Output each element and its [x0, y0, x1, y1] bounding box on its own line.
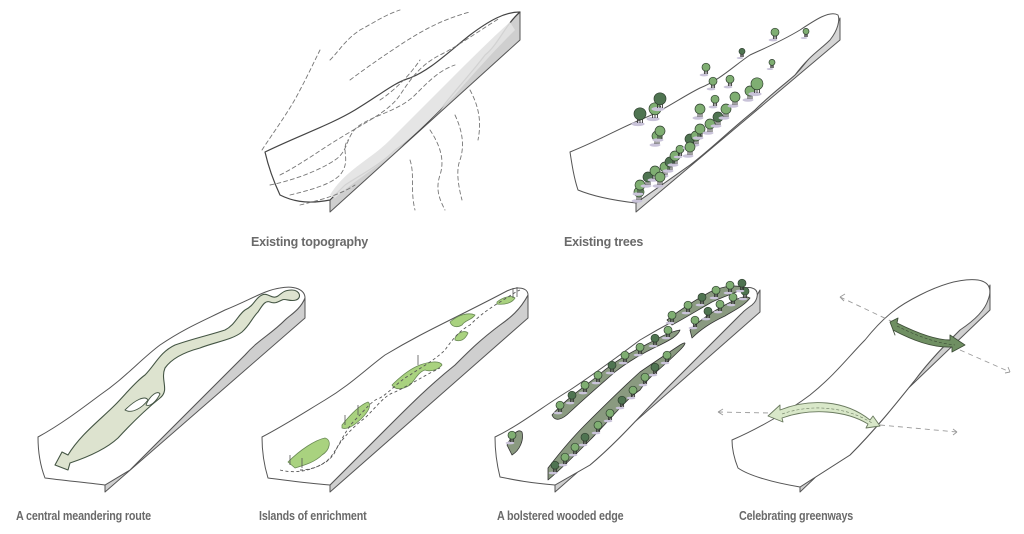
greenway-arrow-dark-centerline — [896, 325, 956, 346]
island-2 — [341, 401, 370, 429]
tree-icon — [633, 342, 645, 357]
island-dashed-paths — [279, 289, 521, 473]
tree-icon — [695, 292, 707, 307]
tree-icon — [706, 76, 718, 91]
sightline-upper-right — [959, 349, 1011, 373]
wooded-model — [494, 278, 761, 493]
tree-icon — [688, 315, 700, 330]
sightline-lower-left — [717, 411, 771, 414]
tree-icon — [632, 179, 646, 196]
wooded-belt-east — [689, 296, 751, 339]
tree-icon — [652, 171, 666, 188]
tree-icon — [682, 141, 696, 158]
tree-icon — [558, 452, 570, 467]
trees-model — [569, 13, 841, 213]
topography-shading — [330, 22, 515, 198]
tree-icon — [591, 420, 603, 435]
tree-icon — [605, 360, 617, 375]
caption-existing-trees: Existing trees — [564, 235, 644, 249]
caption-bolstered-wooded-edge: A bolstered wooded edge — [497, 509, 624, 523]
tree-icon — [738, 286, 750, 301]
tree-icon — [735, 278, 747, 293]
tree-icon — [568, 442, 580, 457]
tree-icon — [661, 325, 673, 340]
topography-model — [261, 9, 521, 213]
tree-icon — [681, 300, 693, 315]
tree-icon — [736, 48, 746, 60]
tree-icon — [638, 372, 650, 387]
tree-icon — [710, 111, 724, 128]
island-4 — [449, 313, 476, 328]
tree-icon — [548, 460, 560, 475]
tree-icon — [505, 430, 517, 445]
greenways-model — [717, 279, 1011, 493]
tree-icon — [708, 94, 720, 109]
island-tree-markers — [289, 287, 518, 468]
tree-icon — [651, 92, 667, 112]
tree-icon — [727, 91, 741, 108]
tree-icon — [692, 103, 706, 120]
island-5 — [454, 331, 469, 342]
tree-icon — [618, 350, 630, 365]
tree-icon — [768, 27, 780, 42]
tree-icon — [652, 125, 666, 142]
tree-icon — [699, 62, 711, 77]
tree-icon — [626, 385, 638, 400]
island-1 — [287, 437, 330, 469]
route-model — [37, 286, 306, 493]
tree-icon — [748, 77, 764, 97]
caption-islands-of-enrichment: Islands of enrichment — [259, 509, 367, 523]
tree-icon — [631, 107, 647, 127]
tree-icon — [603, 408, 615, 423]
tree-icon — [591, 370, 603, 385]
islands-model — [261, 287, 529, 493]
tree-icon — [713, 299, 725, 314]
tree-icon — [726, 292, 738, 307]
tree-icon — [648, 333, 660, 348]
sightline-lower-right — [879, 424, 958, 433]
tree-icon — [692, 123, 706, 140]
tree-icon — [565, 390, 577, 405]
greenways-top-surface — [731, 279, 991, 488]
sightline-upper-left — [839, 296, 894, 323]
tree-icon — [723, 74, 735, 89]
island-6 — [496, 296, 516, 305]
meandering-route-path — [54, 289, 301, 471]
greenway-arrow-light — [767, 402, 881, 429]
island-3 — [391, 361, 443, 390]
tree-icon — [723, 280, 735, 295]
tree-icon — [701, 306, 713, 321]
wooded-belts — [505, 278, 751, 481]
caption-celebrating-greenways: Celebrating greenways — [739, 509, 854, 523]
greenway-arrow-light-centerline — [781, 407, 873, 424]
tree-cluster — [631, 27, 810, 203]
islands — [287, 296, 516, 469]
caption-existing-topography: Existing topography — [251, 235, 369, 249]
tree-icon — [578, 432, 590, 447]
contour-lines — [261, 9, 501, 211]
tree-icon — [709, 285, 721, 300]
tree-icon — [615, 395, 627, 410]
route-island-2 — [145, 392, 161, 406]
greenway-sightlines — [717, 293, 1011, 436]
tree-icon — [800, 28, 810, 40]
caption-central-meandering-route: A central meandering route — [16, 509, 151, 523]
tree-icon — [660, 350, 672, 365]
tree-icon — [766, 59, 776, 71]
tree-icon — [665, 310, 677, 325]
tree-icon — [553, 400, 565, 415]
tree-icon — [578, 380, 590, 395]
tree-icon — [648, 362, 660, 377]
